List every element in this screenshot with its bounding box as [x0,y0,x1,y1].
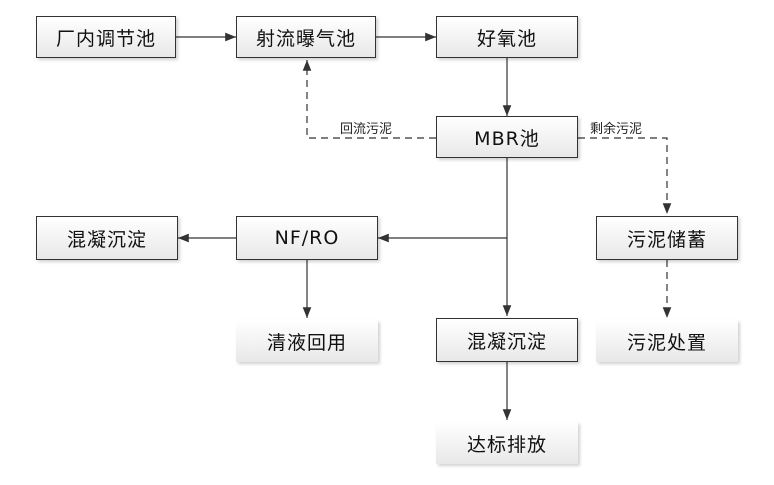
label-return-sludge: 回流污泥 [338,118,395,137]
node-coagulation-center: 混凝沉淀 [436,318,578,362]
node-sludge-storage: 污泥储蓄 [596,216,738,260]
node-coagulation-left: 混凝沉淀 [36,216,178,260]
node-clear-liquid-reuse: 清液回用 [236,320,378,362]
label-excess-sludge: 剩余污泥 [588,118,645,137]
node-discharge-compliant: 达标排放 [436,422,578,464]
edge-excess-sludge [578,137,672,214]
node-jet-aeration-tank: 射流曝气池 [236,16,376,58]
node-sludge-disposal: 污泥处置 [596,320,738,362]
node-plant-regulating-tank: 厂内调节池 [36,16,176,58]
node-mbr-tank: MBR池 [436,116,578,158]
node-aerobic-tank: 好氧池 [436,16,578,58]
node-nf-ro: NF/RO [236,216,378,260]
edge-return-sludge [302,60,436,139]
